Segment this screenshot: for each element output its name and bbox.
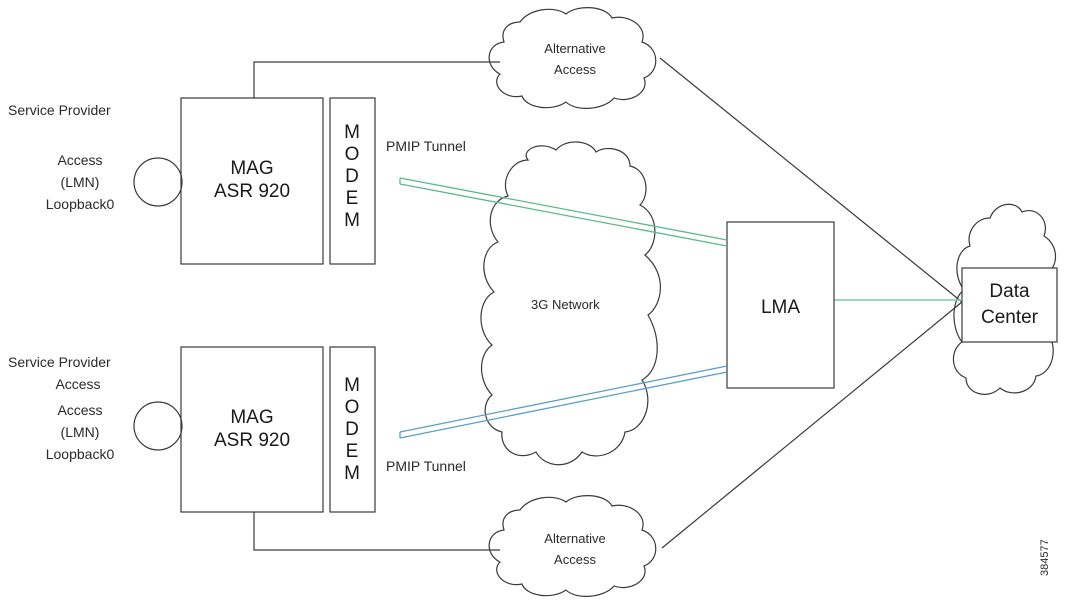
modem-letter: M [344,122,360,143]
modem-bottom-label: M O D E M [337,375,367,485]
mag-top-to-alt-line [253,61,500,98]
3g-network-label: 3G Network [531,297,600,312]
access-label-top: Access (LMN) Loopback0 [30,151,130,213]
3g-network-cloud [480,141,661,466]
alt-access-bottom-cloud [488,495,657,597]
modem-letter: E [345,188,359,209]
mag-top-label: MAG ASR 920 [181,157,323,203]
loopback-line: Loopback0 [45,196,115,212]
mag-bottom-label: MAG ASR 920 [181,406,323,452]
mag-bottom-to-alt-line [253,512,500,551]
modem-letter: D [345,419,359,440]
alt-access-top-cloud [488,7,657,109]
alt-top-to-dc-line [659,57,963,303]
modem-letter: E [345,441,359,462]
modem-letter: M [344,463,360,484]
loopback-bottom-circle [133,401,183,451]
alt-line: Access [554,552,596,567]
pmip-tunnel-label-top: PMIP Tunnel [386,138,466,154]
modem-bottom-box [329,346,376,513]
pmip-tunnel-top [399,177,728,247]
mag-top-box [180,97,324,265]
alt-line: Alternative [544,41,606,56]
mag-line: MAG [230,158,274,179]
loopback-top-circle [133,157,183,207]
data-center-line: Data [989,281,1030,302]
service-provider-label-top: Service Provider [8,102,111,118]
alt-line: Alternative [544,531,606,546]
lma-box [726,221,835,389]
lma-label: LMA [760,297,801,318]
modem-top-label: M O D E M [337,122,367,232]
alt-line: Access [554,62,596,77]
modem-top-box [329,97,376,265]
modem-letter: M [344,375,360,396]
lmn-line: (LMN) [60,424,100,440]
mag-model-line: ASR 920 [213,181,291,202]
pmip-tunnel-label-bottom: PMIP Tunnel [386,458,466,474]
lmn-line: (LMN) [60,174,100,190]
service-provider-label-bottom: Service Provider Access [8,353,148,393]
modem-letter: D [345,166,359,187]
mag-line: MAG [230,407,274,428]
access-line: Access [57,152,103,168]
alt-access-top-label: Alternative Access [520,40,630,79]
data-center-label: Data Center [962,280,1057,329]
pmip-tunnel-bottom [399,365,728,439]
access-line: Access [57,402,103,418]
mag-bottom-box [180,346,324,513]
access-label-bottom: Access (LMN) Loopback0 [30,401,130,463]
data-center-line: Center [980,307,1039,328]
alt-access-bottom-label: Alternative Access [520,530,630,569]
figure-id: 384577 [1039,539,1051,576]
data-center-box [961,267,1058,343]
provider-line: Service Provider [8,354,111,370]
mag-model-line: ASR 920 [213,430,291,451]
provider-line: Access [55,376,101,392]
modem-letter: O [344,397,360,418]
modem-letter: M [344,210,360,231]
loopback-line: Loopback0 [45,446,115,462]
alt-bottom-to-dc-line [661,301,963,549]
modem-letter: O [344,144,360,165]
